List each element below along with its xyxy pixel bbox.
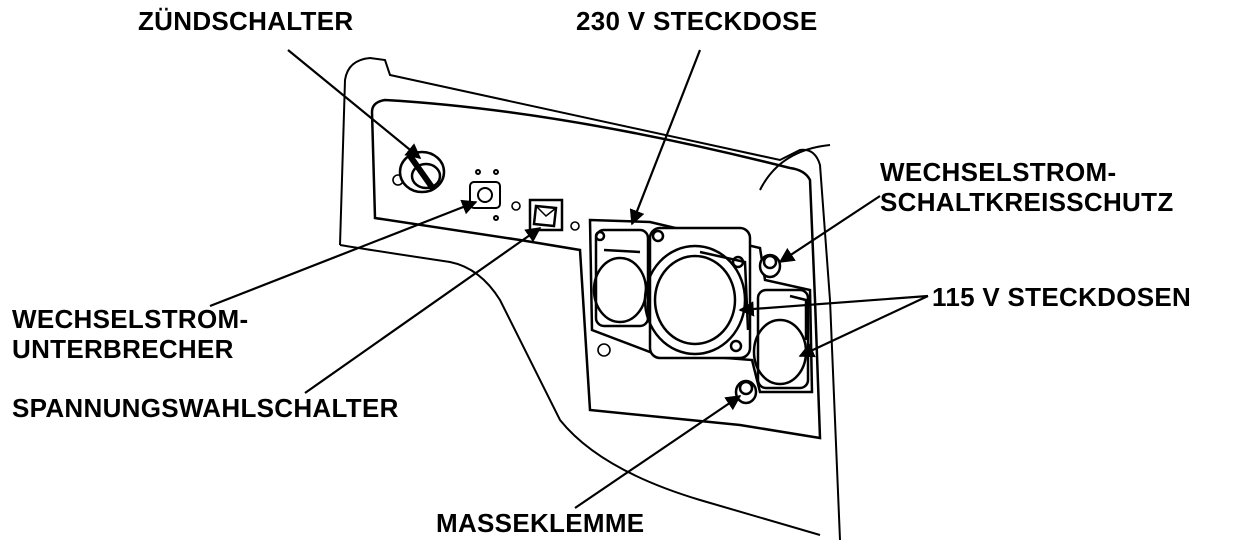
label-115v-steckdosen: 115 V STECKDOSEN [932,282,1191,312]
label-zundschalter: ZÜNDSCHALTER [138,6,353,36]
label-masseklemme: MASSEKLEMME [436,508,644,538]
ground-terminal-icon[interactable] [736,381,756,403]
voltage-selector-switch-icon[interactable] [530,200,562,230]
leader-schaltkreisschutz [780,196,880,262]
leader-230v [632,50,700,224]
leader-unterbrecher [210,202,476,306]
label-schaltkreisschutz: WECHSELSTROM- SCHALTKREISSCHUTZ [880,157,1174,217]
leader-zundschalter [288,50,420,158]
label-spannungswahlschalter: SPANNUNGSWAHLSCHALTER [12,393,399,423]
ac-circuit-protector-icon[interactable] [760,255,780,277]
label-schaltkreisschutz-line2: SCHALTKREISSCHUTZ [880,187,1174,217]
ac-breaker-icon[interactable] [470,170,500,220]
label-unterbrecher-line2: UNTERBRECHER [12,334,248,364]
label-230v-steckdose: 230 V STECKDOSE [576,6,817,36]
outlet-115v-left-icon[interactable] [594,230,648,326]
ignition-switch-icon[interactable] [400,152,444,192]
label-unterbrecher: WECHSELSTROM- UNTERBRECHER [12,304,248,364]
outlet-230v-icon[interactable] [645,228,750,358]
label-schaltkreisschutz-line1: WECHSELSTROM- [880,157,1174,187]
label-unterbrecher-line1: WECHSELSTROM- [12,304,248,334]
leader-masseklemme [575,396,740,508]
